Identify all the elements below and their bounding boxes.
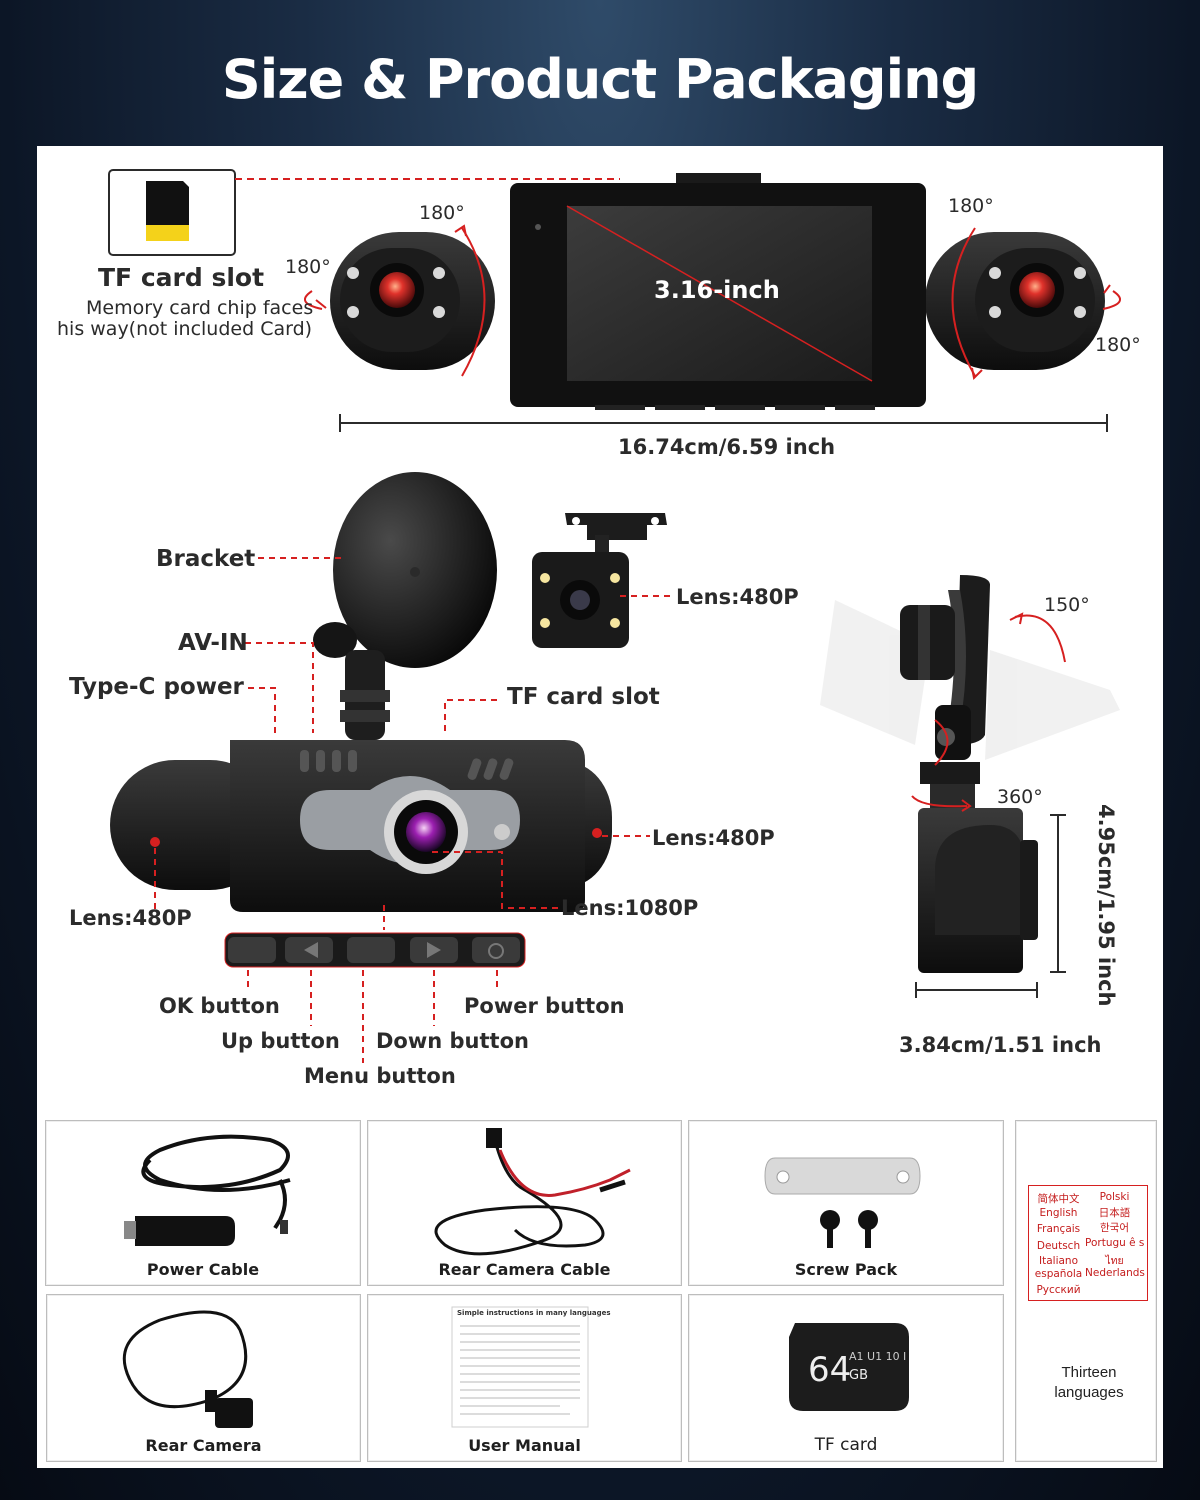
language-item: Deutsch: [1036, 1240, 1081, 1252]
language-item: Русский: [1036, 1284, 1081, 1296]
language-item: Portugu ê s: [1085, 1237, 1145, 1249]
width-dimension-label: 16.74cm/6.59 inch: [618, 435, 836, 459]
button-strip: [224, 932, 526, 968]
right-lens-label: Lens:480P: [652, 826, 775, 850]
language-item: Nederlands: [1085, 1267, 1145, 1279]
rotation-label-left-side: 180°: [285, 256, 331, 278]
languages-caption-line1: Thirteen: [1061, 1364, 1117, 1381]
language-item: española: [1034, 1268, 1083, 1280]
ok-button-label: OK button: [159, 994, 280, 1018]
menu-button-label: Menu button: [304, 1064, 456, 1088]
language-item: 日本語: [1098, 1207, 1131, 1219]
language-item: Polski: [1099, 1191, 1130, 1203]
left-camera-pod: [330, 232, 495, 370]
package-label: Rear Camera Cable: [438, 1260, 611, 1279]
screen-size-label: 3.16-inch: [654, 276, 780, 304]
side-view-mount: [900, 575, 1038, 973]
left-lens-label: Lens:480P: [69, 906, 192, 930]
right-camera-pod: [925, 232, 1105, 370]
package-label: TF card: [814, 1435, 878, 1455]
type-c-power-label: Type-C power: [69, 674, 244, 700]
suction-bracket: [313, 472, 497, 740]
rotation-arrows: [303, 224, 1122, 381]
tilt-angle-label: 150°: [1044, 594, 1090, 616]
power-button-label: Power button: [464, 994, 625, 1018]
rotation-label-right-top: 180°: [948, 195, 994, 217]
language-item: Français: [1036, 1223, 1081, 1235]
package-item-rear-camera: Rear Camera: [46, 1294, 361, 1462]
av-in-label: AV-IN: [178, 630, 248, 656]
sd-card-unit: GB: [849, 1368, 868, 1383]
main-lens-label: Lens:1080P: [561, 896, 699, 920]
tf-card-slot-front-label: TF card slot: [507, 684, 660, 710]
side-rotation-arrows: [911, 612, 1066, 812]
language-item: ไทย: [1105, 1255, 1124, 1267]
dashcam-screen-body: [510, 173, 926, 410]
languages-card: [1028, 1185, 1148, 1301]
front-leader-lines: [154, 557, 675, 1063]
dashcam-front-body: [110, 740, 612, 912]
tf-card-slot-label: TF card slot: [98, 263, 265, 292]
swivel-angle-label: 360°: [997, 786, 1043, 808]
rotation-label-left-top: 180°: [419, 202, 465, 224]
package-label: User Manual: [468, 1436, 581, 1455]
package-item-screw-pack: Screw Pack: [688, 1120, 1004, 1286]
rear-lens-label: Lens:480P: [676, 585, 799, 609]
package-label: Screw Pack: [794, 1260, 898, 1279]
manual-heading: Simple instructions in many languages: [457, 1309, 611, 1317]
tf-card-note-line2: his way(not included Card): [57, 318, 313, 340]
depth-dimension-label: 3.84cm/1.51 inch: [899, 1033, 1102, 1057]
height-dimension-label: 4.95cm/1.95 inch: [1094, 804, 1118, 1007]
package-item-user-manual: User Manual: [367, 1294, 682, 1462]
bracket-label: Bracket: [156, 546, 256, 572]
languages-caption: Thirteen languages: [1020, 1363, 1158, 1403]
language-item: 한국어: [1100, 1222, 1129, 1234]
side-dimension-lines: [915, 814, 1066, 998]
up-button-label: Up button: [221, 1029, 340, 1053]
rotation-label-right-side: 180°: [1095, 334, 1141, 356]
language-item: English: [1039, 1207, 1078, 1219]
package-label: Rear Camera: [145, 1436, 262, 1455]
sd-card-capacity: 64: [808, 1350, 852, 1390]
languages-caption-line2: languages: [1054, 1384, 1124, 1401]
language-item: 简体中文: [1037, 1193, 1080, 1205]
tf-card-icon: [108, 169, 236, 256]
package-item-power-cable: Power Cable: [45, 1120, 361, 1286]
rear-camera-unit: [532, 513, 667, 648]
sd-card-marks: A1 U1 10 I: [849, 1350, 907, 1363]
tf-card-note-line1: Memory card chip faces: [86, 297, 314, 319]
language-item: Italiano: [1039, 1255, 1078, 1267]
package-label: Power Cable: [146, 1260, 260, 1279]
page-title: Size & Product Packaging: [221, 48, 979, 111]
package-item-rear-camera-cable: Rear Camera Cable: [367, 1120, 682, 1286]
down-button-label: Down button: [376, 1029, 529, 1053]
width-dimension-line: [339, 414, 1108, 432]
